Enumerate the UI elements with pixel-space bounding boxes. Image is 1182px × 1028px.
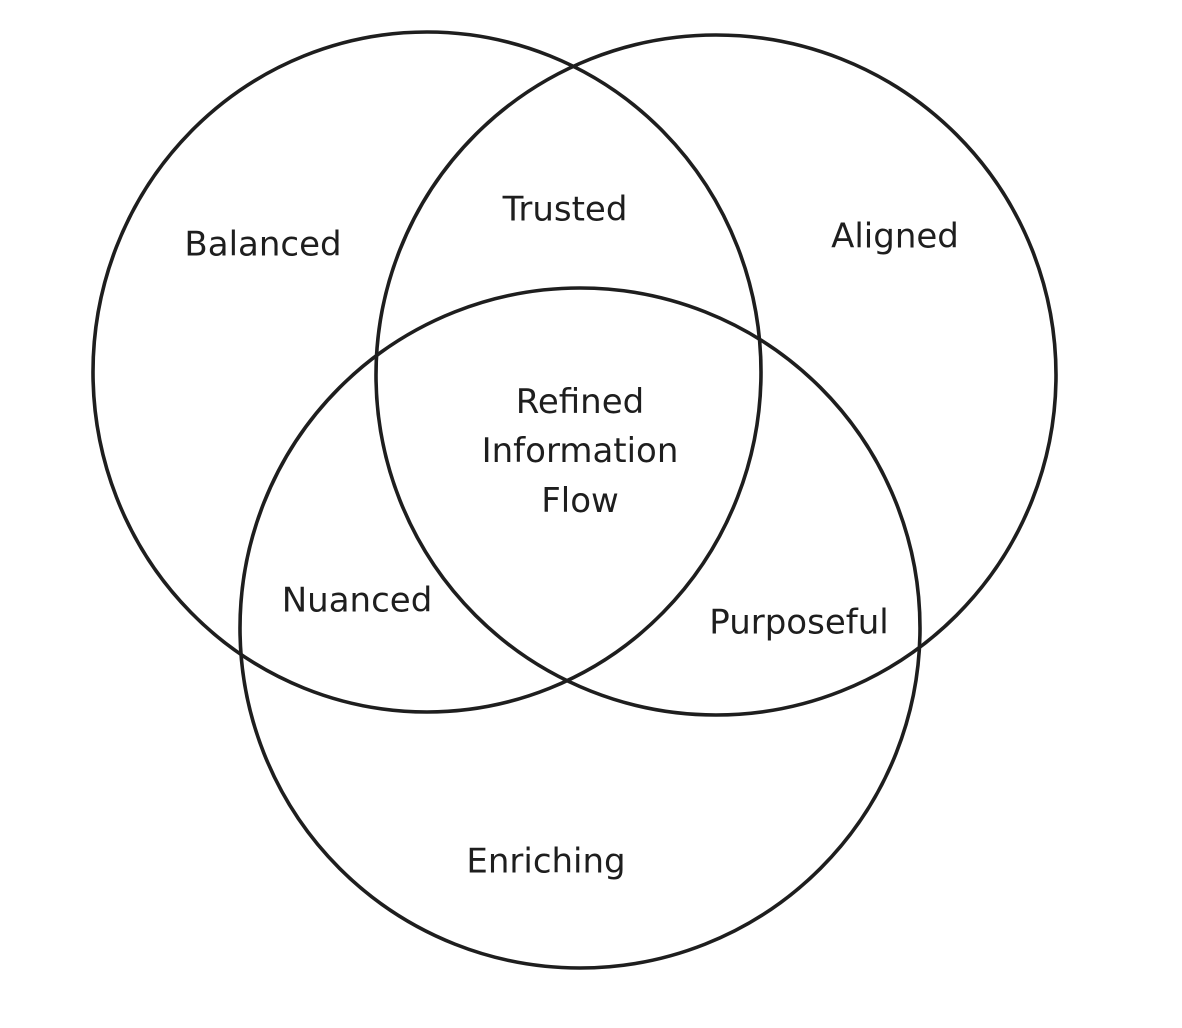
center-line-1: Refined bbox=[515, 382, 645, 423]
circle-bottom bbox=[238, 286, 922, 970]
label-nuanced: Nuanced bbox=[281, 580, 433, 621]
label-purposeful: Purposeful bbox=[709, 602, 889, 643]
center-line-2: Information bbox=[481, 431, 679, 472]
label-trusted: Trusted bbox=[502, 189, 628, 230]
circle-right bbox=[374, 33, 1058, 717]
label-balanced: Balanced bbox=[184, 224, 342, 265]
label-center: Refined Information Flow bbox=[482, 378, 679, 526]
label-enriching: Enriching bbox=[466, 841, 626, 882]
label-aligned: Aligned bbox=[831, 216, 959, 257]
center-line-3: Flow bbox=[541, 480, 619, 521]
circle-left bbox=[91, 30, 763, 714]
